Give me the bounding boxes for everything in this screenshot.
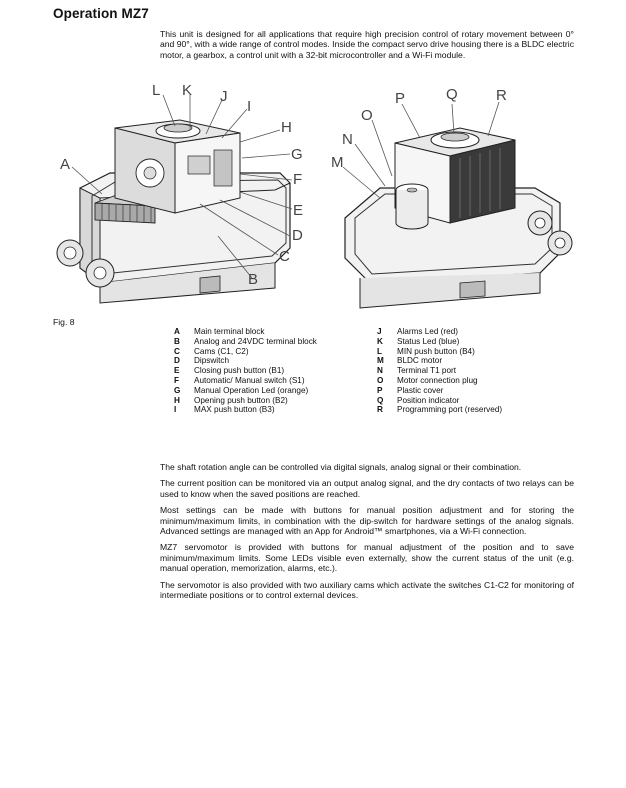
figure-8: L K J I H G F E D C B A	[40, 78, 600, 323]
legend-item: Q Position indicator	[377, 396, 502, 406]
legend-text: Status Led (blue)	[397, 336, 460, 346]
legend-letter: G	[174, 385, 181, 395]
legend-letter: P	[377, 385, 383, 395]
callout-G: G	[291, 146, 303, 163]
legend-item: R Programming port (reserved)	[377, 405, 502, 415]
legend-item: H Opening push button (B2)	[174, 396, 317, 406]
legend-item: N Terminal T1 port	[377, 366, 502, 376]
legend-text: Automatic/ Manual switch (S1)	[194, 375, 305, 385]
legend-item: K Status Led (blue)	[377, 337, 502, 347]
legend-text: Position indicator	[397, 395, 460, 405]
legend-item: C Cams (C1, C2)	[174, 347, 317, 357]
legend-item: J Alarms Led (red)	[377, 327, 502, 337]
legend-text: Main terminal block	[194, 327, 265, 336]
callout-F: F	[293, 171, 302, 188]
callout-I: I	[247, 98, 251, 115]
legend-text: MAX push button (B3)	[194, 405, 275, 415]
figure-label: Fig. 8	[53, 317, 75, 327]
legend-letter: Q	[377, 395, 384, 405]
legend-text: BLDC motor	[397, 356, 443, 366]
legend-letter: K	[377, 336, 383, 346]
legend-text: Closing push button (B1)	[194, 366, 285, 376]
body-text: The shaft rotation angle can be controll…	[160, 462, 574, 606]
legend-letter: R	[377, 405, 383, 415]
legend-letter: O	[377, 375, 384, 385]
legend-letter: E	[174, 366, 180, 376]
callout-M: M	[331, 154, 344, 171]
legend-item: F Automatic/ Manual switch (S1)	[174, 376, 317, 386]
legend-letter: C	[174, 346, 180, 356]
legend-item: A Main terminal block	[174, 327, 317, 337]
callout-H: H	[281, 119, 292, 136]
legend-letter: F	[174, 375, 180, 385]
legend-text: Analog and 24VDC terminal block	[194, 336, 317, 346]
callout-K: K	[182, 82, 192, 99]
page-title: Operation MZ7	[53, 6, 149, 21]
legend-text: Cams (C1, C2)	[194, 346, 249, 356]
legend-text: Plastic cover	[397, 385, 444, 395]
callout-P: P	[395, 90, 405, 107]
legend-letter: N	[377, 366, 383, 376]
legend-left: A Main terminal block B Analog and 24VDC t…	[174, 327, 317, 415]
callout-O: O	[361, 107, 373, 124]
legend-text: Terminal T1 port	[397, 366, 457, 376]
servomotor-illustration: L K J I H G F E D C B A	[56, 82, 573, 309]
left-callout-lines	[71, 94, 293, 279]
legend-text: Dipswitch	[194, 356, 230, 366]
legend-text: Manual Operation Led (orange)	[194, 385, 309, 395]
callout-B: B	[248, 271, 258, 288]
body-paragraph: Most settings can be made with buttons f…	[160, 505, 574, 537]
callout-R: R	[496, 87, 507, 104]
legend-letter: B	[174, 336, 180, 346]
body-paragraph: The current position can be monitored vi…	[160, 478, 574, 499]
legend-letter: I	[174, 405, 177, 415]
body-paragraph: The servomotor is also provided with two…	[160, 579, 574, 601]
legend-letter: A	[174, 327, 180, 336]
legend-item: P Plastic cover	[377, 386, 502, 396]
callout-D: D	[292, 227, 303, 244]
legend-letter: H	[174, 395, 180, 405]
legend-item: M BLDC motor	[377, 356, 502, 366]
legend-item: E Closing push button (B1)	[174, 366, 317, 376]
legend-right: J Alarms Led (red) K Status Led (blue) L MI…	[377, 327, 502, 415]
body-paragraph: MZ7 servomotor is provided with buttons …	[160, 542, 574, 574]
legend-letter: J	[377, 327, 382, 336]
legend-item: I MAX push button (B3)	[174, 405, 317, 415]
callout-N: N	[342, 131, 353, 148]
legend-item: O Motor connection plug	[377, 376, 502, 386]
left-unit-drawing	[56, 119, 291, 304]
callout-E: E	[293, 202, 303, 219]
legend-item: L MIN push button (B4)	[377, 347, 502, 357]
legend-text: Alarms Led (red)	[397, 327, 458, 336]
body-paragraph: The shaft rotation angle can be controll…	[160, 462, 522, 472]
callout-J: J	[220, 88, 228, 105]
legend-text: MIN push button (B4)	[397, 346, 475, 356]
legend-text: Opening push button (B2)	[194, 395, 288, 405]
legend-letter: L	[377, 346, 383, 356]
legend-item: B Analog and 24VDC terminal block	[174, 337, 317, 347]
callout-L: L	[152, 82, 160, 99]
legend-letter: D	[174, 356, 180, 366]
legend-text: Motor connection plug	[397, 375, 478, 385]
right-unit-drawing	[344, 127, 573, 309]
legend-letter: M	[377, 356, 384, 366]
callout-Q: Q	[446, 86, 458, 103]
callout-C: C	[279, 248, 290, 265]
callout-A: A	[60, 156, 70, 173]
legend-text: Programming port (reserved)	[397, 405, 503, 415]
right-callout-lines	[342, 101, 500, 199]
legend-item: D Dipswitch	[174, 356, 317, 366]
legend-item: G Manual Operation Led (orange)	[174, 386, 317, 396]
intro-paragraph: This unit is designed for all applicatio…	[160, 29, 574, 60]
